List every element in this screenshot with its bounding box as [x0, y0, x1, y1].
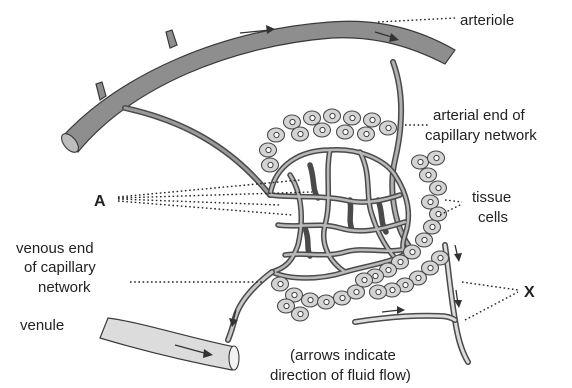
cell-nucleus: [373, 273, 378, 278]
label-arterial-end-1: arterial end of: [433, 107, 526, 124]
cell-nucleus: [310, 115, 315, 120]
cell-nucleus: [390, 287, 395, 292]
cell-nucleus: [398, 259, 403, 264]
cell-nucleus: [426, 172, 431, 177]
venule-vessel: [100, 318, 239, 370]
cell-nucleus: [274, 132, 279, 137]
cell-nucleus: [428, 265, 433, 270]
cell-nucleus: [370, 117, 375, 122]
cell-nucleus: [330, 113, 335, 118]
cell-nucleus: [268, 162, 273, 167]
cell-nucleus: [364, 131, 369, 136]
venous-end-vessel: [228, 272, 272, 340]
cell-nucleus: [430, 224, 435, 229]
cell-nucleus: [428, 199, 433, 204]
cell-nucleus: [418, 159, 423, 164]
cell-nucleus: [308, 297, 313, 302]
cell-nucleus: [438, 255, 443, 260]
label-arteriole: arteriole: [460, 12, 514, 29]
cell-nucleus: [292, 292, 297, 297]
cell-nucleus: [376, 289, 381, 294]
cell-nucleus: [350, 115, 355, 120]
label-venule: venule: [20, 317, 64, 334]
arteriole-branch-left: [125, 108, 270, 195]
cell-nucleus: [386, 267, 391, 272]
cell-nucleus: [416, 275, 421, 280]
label-tissue-1: tissue: [472, 189, 511, 206]
caption-line-1: (arrows indicate: [290, 347, 396, 364]
label-arterial-end-2: capillary network: [425, 127, 537, 144]
label-a: A: [94, 193, 106, 210]
cell-nucleus: [290, 119, 295, 124]
label-tissue-2: cells: [478, 209, 508, 226]
cell-nucleus: [422, 237, 427, 242]
cell-nucleus: [343, 129, 348, 134]
caption-line-2: direction of fluid flow): [270, 367, 411, 384]
cell-nucleus: [410, 249, 415, 254]
tissue-cells: [260, 109, 449, 321]
cell-nucleus: [324, 299, 329, 304]
cell-nucleus: [436, 185, 441, 190]
arteriole-vessel: [58, 21, 455, 155]
cell-nucleus: [298, 311, 303, 316]
cell-nucleus: [436, 211, 441, 216]
label-x: X: [524, 284, 535, 301]
label-venous-end-3: network: [38, 279, 91, 296]
cell-nucleus: [340, 295, 345, 300]
cell-nucleus: [298, 131, 303, 136]
cell-nucleus: [386, 125, 391, 130]
cell-nucleus: [362, 277, 367, 282]
cell-nucleus: [266, 147, 271, 152]
label-venous-end-2: of capillary: [24, 259, 96, 276]
cell-nucleus: [278, 281, 283, 286]
label-venous-end-1: venous end: [16, 240, 94, 257]
cell-nucleus: [284, 303, 289, 308]
cell-nucleus: [434, 155, 439, 160]
capillary-network: [270, 150, 412, 278]
cell-nucleus: [320, 127, 325, 132]
cell-nucleus: [403, 282, 408, 287]
cell-nucleus: [354, 289, 359, 294]
